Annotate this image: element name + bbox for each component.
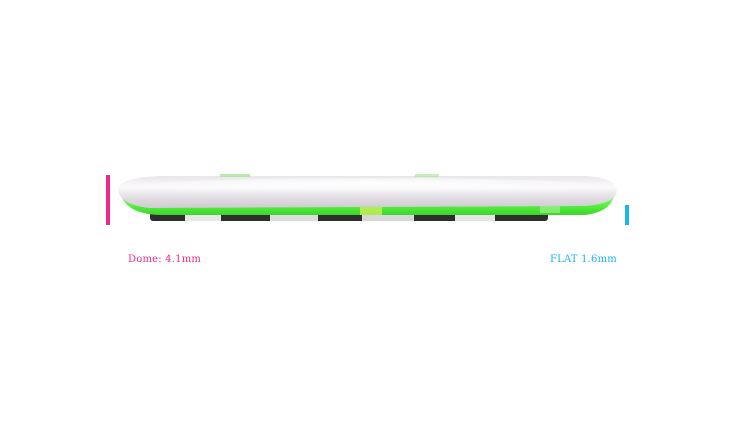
dome-height-marker-icon [106, 175, 110, 225]
domed-lid [118, 174, 618, 208]
flat-height-label: FLAT 1.6mm [550, 254, 617, 265]
flat-height-marker-icon [625, 205, 629, 225]
dome-height-label: Dome: 4.1mm [128, 254, 202, 265]
